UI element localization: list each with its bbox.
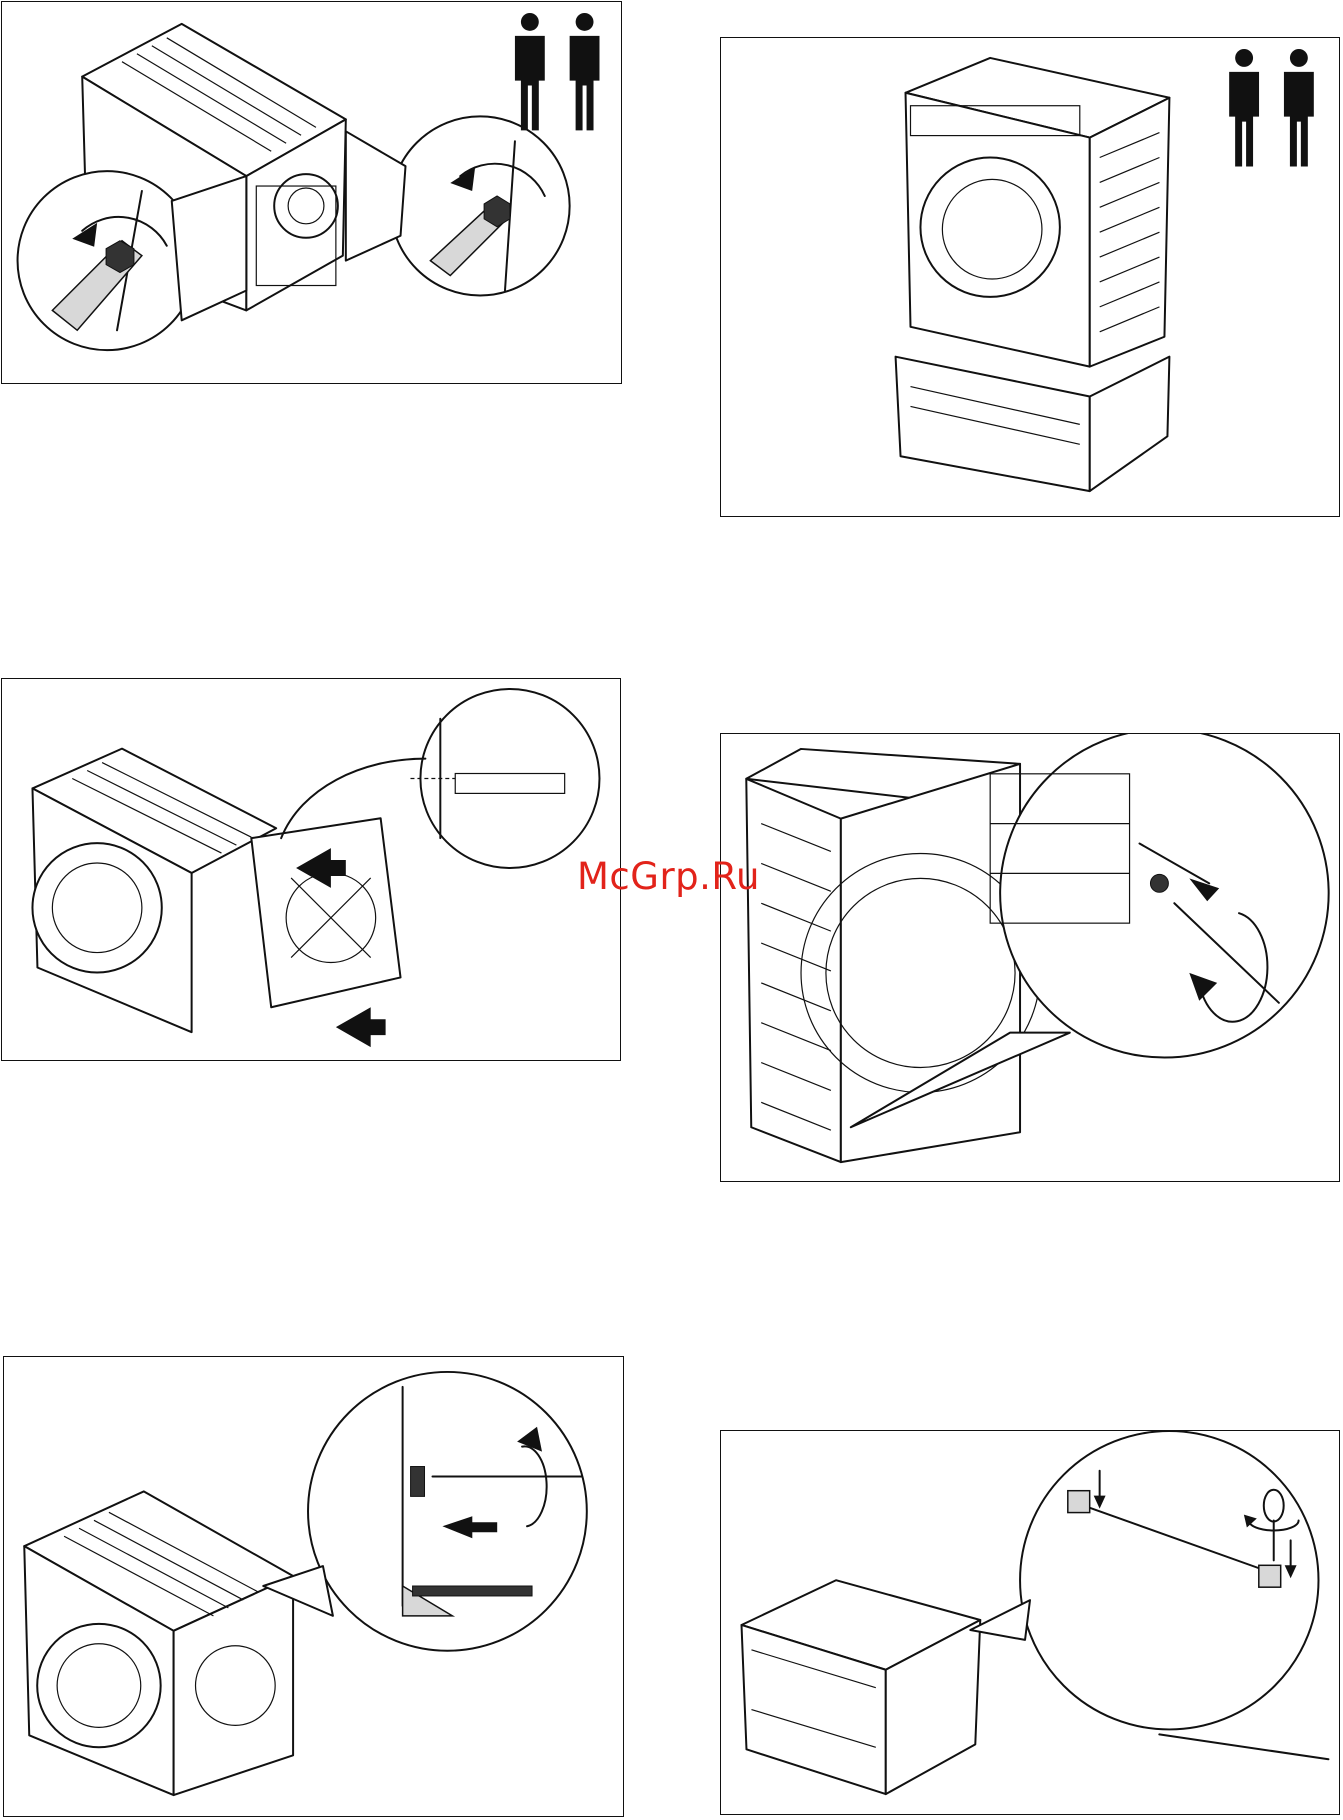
watermark-text: McGrp.Ru: [577, 855, 760, 898]
zoom-bubble-bracket: [263, 1372, 587, 1651]
two-persons-icon: [515, 13, 600, 130]
figure-remove-rear-bolts: [1, 1, 622, 384]
figure-unscrew-drum-screw: [720, 733, 1340, 1182]
dryer-front: [906, 58, 1170, 367]
dryer-rear-open: [746, 749, 1040, 1162]
figure-dryer-on-pedestal: [720, 37, 1340, 517]
illustration-drum-screw: [721, 734, 1339, 1181]
illustration-pedestal-brackets: [721, 1431, 1339, 1814]
pedestal: [896, 357, 1170, 491]
illustration-rear-bracket: [4, 1357, 623, 1816]
zoom-bubble-brackets: [970, 1431, 1328, 1759]
figure-screw-rear-bracket: [3, 1356, 624, 1817]
rear-panel: [251, 818, 400, 1007]
dryer-body: [32, 749, 276, 1033]
zoom-bubble-right: [346, 116, 570, 295]
zoom-bubble-left: [18, 171, 247, 350]
figure-pedestal-bracket-screws: [720, 1430, 1340, 1815]
illustration-rear-bolts: [2, 2, 621, 383]
illustration-slide-rear-panel: [2, 679, 620, 1060]
dryer-body: [24, 1491, 293, 1795]
two-persons-icon: [1229, 49, 1314, 167]
illustration-dryer-on-pedestal: [721, 38, 1339, 516]
pedestal-box: [742, 1580, 981, 1794]
figure-slide-rear-panel: [1, 678, 621, 1061]
